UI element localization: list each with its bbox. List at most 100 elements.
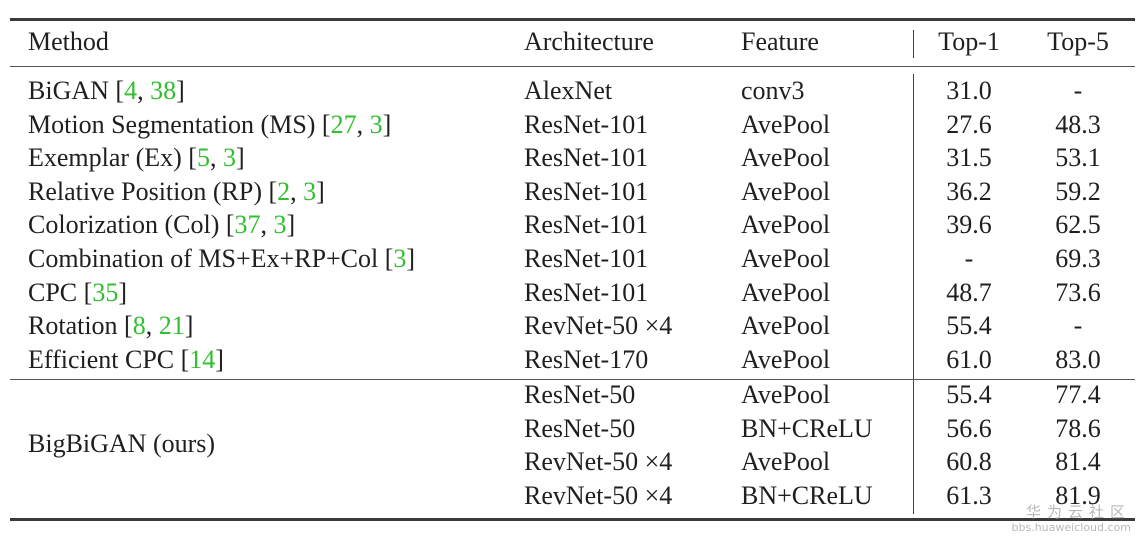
- ours-cell-architecture: RevNet-50 ×4: [524, 480, 673, 510]
- ours-method: BigBiGAN (ours): [28, 429, 216, 458]
- table-row-method: Exemplar (Ex) [5, 3]: [28, 143, 245, 173]
- table-cell-top1: 39.6: [946, 210, 992, 240]
- column-divider: [913, 74, 914, 514]
- table-cell-architecture: ResNet-101: [524, 210, 649, 240]
- header-rule: [10, 66, 1135, 67]
- table-cell-architecture: ResNet-170: [524, 344, 649, 374]
- method-name: CPC [: [28, 277, 93, 307]
- method-name: Exemplar (Ex) [: [28, 143, 197, 173]
- citation-link[interactable]: 3: [393, 244, 407, 273]
- table-cell-top1: -: [964, 244, 974, 273]
- table-cell-feature: conv3: [741, 76, 805, 105]
- method-name: Rotation [: [28, 311, 133, 341]
- ours-cell-feature: BN+CReLU: [741, 413, 873, 443]
- header-feature: Feature: [741, 27, 819, 56]
- table-row-method: Relative Position (RP) [2, 3]: [28, 176, 325, 206]
- ours-cell-top5: 81.9: [1055, 480, 1101, 510]
- method-name: Relative Position (RP) [: [28, 176, 278, 206]
- table-cell-top5: 69.3: [1055, 244, 1101, 273]
- table-cell-feature: AvePool: [741, 277, 831, 307]
- table-cell-architecture: ResNet-101: [524, 277, 649, 307]
- citation-link[interactable]: 5: [196, 143, 210, 173]
- watermark-url: bbs.huaweicloud.com: [1011, 521, 1131, 534]
- citation-link[interactable]: 37: [234, 210, 261, 240]
- citation-link[interactable]: 3: [303, 176, 317, 206]
- method-name: Efficient CPC [: [28, 344, 190, 374]
- ours-cell-top5: 81.4: [1055, 447, 1101, 477]
- table-cell-architecture: ResNet-101: [524, 143, 649, 173]
- citation-link[interactable]: 38: [150, 76, 177, 105]
- bottom-rule: [10, 518, 1135, 521]
- ours-cell-feature: AvePool: [741, 380, 831, 409]
- table-row-method: CPC [35]: [28, 277, 127, 307]
- table-cell-feature: AvePool: [741, 311, 831, 341]
- method-name: Combination of MS+Ex+RP+Col [: [28, 244, 394, 273]
- table-cell-top5: 73.6: [1055, 277, 1101, 307]
- ours-rule: [10, 379, 1135, 380]
- table-cell-top1: 27.6: [946, 109, 992, 139]
- header-divider: [913, 30, 914, 58]
- citation-link[interactable]: 2: [277, 176, 291, 206]
- table-row-method: Colorization (Col) [37, 3]: [28, 210, 296, 240]
- ours-cell-architecture: RevNet-50 ×4: [524, 447, 673, 477]
- citation-link[interactable]: 21: [158, 311, 185, 341]
- table-row-method: Motion Segmentation (MS) [27, 3]: [28, 109, 392, 139]
- ours-cell-top5: 78.6: [1055, 413, 1101, 443]
- ours-cell-architecture: ResNet-50: [524, 413, 636, 443]
- table-cell-feature: AvePool: [741, 344, 831, 374]
- top-rule: [10, 18, 1135, 21]
- table-cell-feature: AvePool: [741, 109, 831, 139]
- citation-link[interactable]: 27: [330, 109, 357, 139]
- citation-link[interactable]: 4: [124, 76, 138, 105]
- table-cell-top5: -: [1073, 76, 1083, 105]
- watermark-name: 华为云社区: [1025, 503, 1131, 521]
- ours-cell-feature: AvePool: [741, 447, 831, 477]
- table-cell-top1: 31.0: [946, 76, 992, 105]
- table-cell-architecture: ResNet-101: [524, 244, 649, 273]
- ours-cell-top1: 60.8: [946, 447, 992, 477]
- header-method: Method: [28, 27, 109, 56]
- table-cell-top1: 31.5: [946, 143, 992, 173]
- table-cell-top1: 61.0: [946, 344, 992, 374]
- table-row-method: Rotation [8, 21]: [28, 311, 194, 341]
- table-cell-feature: AvePool: [741, 244, 831, 273]
- citation-link[interactable]: 14: [189, 344, 216, 374]
- table-cell-top1: 55.4: [946, 311, 992, 341]
- ours-cell-top1: 56.6: [946, 413, 992, 443]
- table-cell-top5: 83.0: [1055, 344, 1101, 374]
- method-name: Motion Segmentation (MS) [: [28, 109, 331, 139]
- watermark: 华为云社区 bbs.huaweicloud.com: [1012, 503, 1131, 534]
- table-cell-top1: 48.7: [946, 277, 992, 307]
- table-cell-feature: AvePool: [741, 143, 831, 173]
- table-row-method: Efficient CPC [14]: [28, 344, 224, 374]
- header-architecture: Architecture: [524, 27, 654, 56]
- ours-cell-top1: 61.3: [946, 480, 992, 510]
- table-cell-top5: 59.2: [1055, 176, 1101, 206]
- citation-link[interactable]: 3: [273, 210, 287, 240]
- method-name: Colorization (Col) [: [28, 210, 235, 240]
- citation-link[interactable]: 3: [369, 109, 383, 139]
- table-cell-top5: 48.3: [1055, 109, 1101, 139]
- ours-cell-top5: 77.4: [1055, 380, 1101, 409]
- citation-link[interactable]: 8: [132, 311, 146, 341]
- ours-cell-feature: BN+CReLU: [741, 480, 873, 510]
- table-cell-top1: 36.2: [946, 176, 992, 206]
- table-cell-feature: AvePool: [741, 210, 831, 240]
- header-top1: Top-1: [938, 27, 1000, 56]
- table-cell-top5: -: [1073, 311, 1083, 341]
- citation-link[interactable]: 3: [222, 143, 236, 173]
- header-top5: Top-5: [1047, 27, 1109, 56]
- table-cell-top5: 62.5: [1055, 210, 1101, 240]
- table-cell-architecture: AlexNet: [524, 76, 613, 105]
- table-cell-top5: 53.1: [1055, 143, 1101, 173]
- table-row-method: BiGAN [4, 38]: [28, 76, 185, 105]
- table-cell-architecture: ResNet-101: [524, 109, 649, 139]
- table-cell-architecture: RevNet-50 ×4: [524, 311, 673, 341]
- table-cell-architecture: ResNet-101: [524, 176, 649, 206]
- table-cell-feature: AvePool: [741, 176, 831, 206]
- ours-cell-top1: 55.4: [946, 380, 992, 409]
- ours-cell-architecture: ResNet-50: [524, 380, 636, 409]
- method-name: BiGAN [: [28, 76, 125, 105]
- table-row-method: Combination of MS+Ex+RP+Col [3]: [28, 244, 416, 273]
- citation-link[interactable]: 35: [92, 277, 119, 307]
